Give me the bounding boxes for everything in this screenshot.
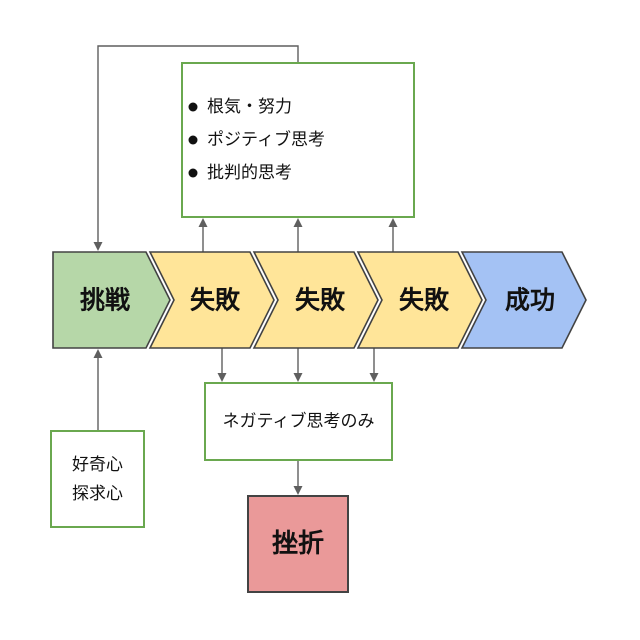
step-failure-2: 失敗 xyxy=(252,251,379,349)
setback-box: 挫折 xyxy=(247,495,349,593)
step-failure-1-shape xyxy=(148,251,275,349)
step-failure-3-shape xyxy=(356,251,483,349)
arrow-down-icon xyxy=(217,373,227,382)
feedback-connector xyxy=(97,45,299,243)
arrow-up-icon xyxy=(388,218,398,227)
arrow-down-icon xyxy=(93,242,103,251)
motivation-box-frame xyxy=(50,430,145,528)
bullet-icon xyxy=(188,102,198,112)
bullet-icon xyxy=(188,168,198,178)
step-failure-2-shape xyxy=(252,251,379,349)
arrow-down-icon xyxy=(293,373,303,382)
bullet-icon xyxy=(188,135,198,145)
motivation-line: 好奇心 xyxy=(72,455,123,475)
step-failure-1-label: 失敗 xyxy=(190,286,241,315)
step-row: 挑戦 失敗 失敗 失敗 成功 xyxy=(52,251,587,349)
arrow-up-icon xyxy=(93,349,103,358)
mindset-box: 根気・努力 ポジティブ思考 批判的思考 xyxy=(181,62,415,218)
step-failure-3-label: 失敗 xyxy=(399,286,450,315)
setback-box-frame xyxy=(247,495,349,593)
mindset-item: 批判的思考 xyxy=(207,163,292,183)
setback-label: 挫折 xyxy=(272,529,324,559)
arrow-up-icon xyxy=(198,218,208,227)
step-challenge-label: 挑戦 xyxy=(80,286,130,315)
step-failure-2-label: 失敗 xyxy=(295,286,346,315)
mindset-item: ポジティブ思考 xyxy=(207,129,325,150)
step-failure-1: 失敗 xyxy=(148,251,275,349)
arrow-up-icon xyxy=(293,218,303,227)
step-challenge: 挑戦 xyxy=(52,251,171,349)
step-success: 成功 xyxy=(460,251,587,349)
negative-box-frame xyxy=(204,382,393,461)
step-success-label: 成功 xyxy=(505,286,555,315)
arrow-down-icon xyxy=(293,486,303,495)
negative-box: ネガティブ思考のみ xyxy=(204,382,393,461)
step-failure-3: 失敗 xyxy=(356,251,483,349)
mindset-box-frame xyxy=(181,62,415,218)
step-success-shape xyxy=(460,251,587,349)
negative-box-label: ネガティブ思考のみ xyxy=(223,411,375,432)
arrow-down-icon xyxy=(369,373,379,382)
motivation-box: 好奇心 探求心 xyxy=(50,430,145,528)
mindset-item: 根気・努力 xyxy=(207,97,292,117)
motivation-line: 探求心 xyxy=(72,484,123,504)
step-challenge-shape xyxy=(52,251,171,349)
connectors xyxy=(93,45,398,495)
